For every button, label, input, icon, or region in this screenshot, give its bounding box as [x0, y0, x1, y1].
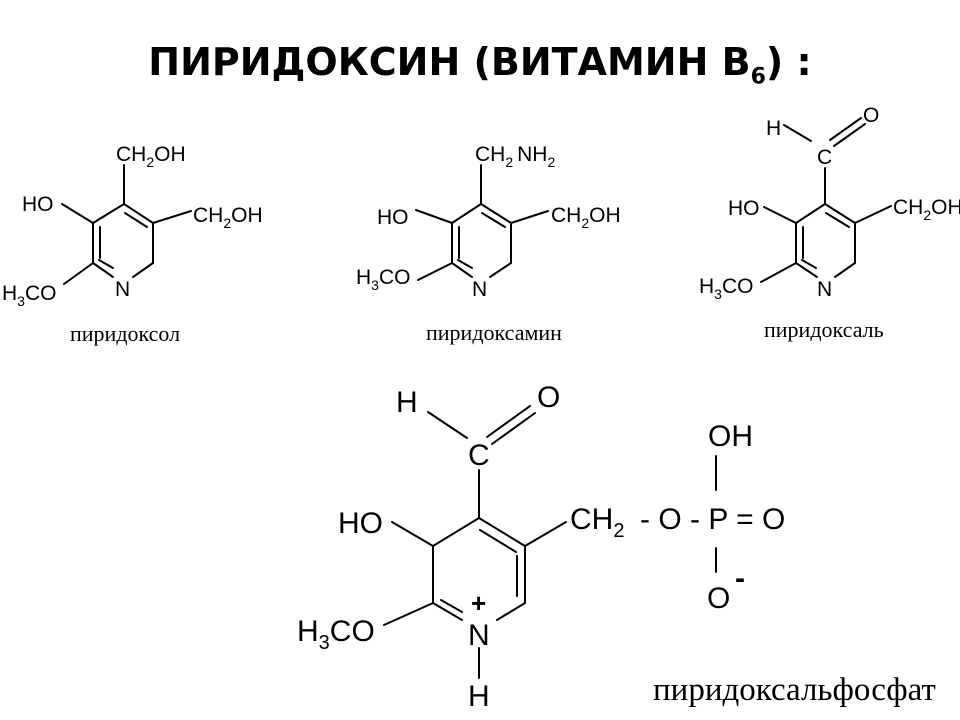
pyridoxamine-nitrogen: N — [472, 278, 487, 301]
plp-ring — [432, 517, 526, 621]
slide-title: ПИРИДОКСИН (ВИТАМИН B6) : — [0, 40, 960, 90]
pyridoxal-structure: H O C CH2OH HO H3CO N пиридоксаль — [699, 104, 960, 342]
pyridoxamine-methoxy: H3CO — [356, 266, 410, 293]
pyridoxal-ring — [795, 203, 856, 278]
plp-nitrogen: N — [468, 619, 490, 652]
plp-aldehyde-o: O — [537, 381, 560, 414]
plp-aldehyde-c: C — [468, 439, 490, 472]
pyridoxal-nitrogen: N — [817, 278, 832, 301]
pyridoxal-hydroxy: HO — [728, 197, 760, 220]
plp-caption: пиридоксальфосфат — [653, 672, 936, 708]
title-subscript: 6 — [750, 64, 766, 90]
plp-hydroxy: HO — [338, 507, 383, 540]
plp-methoxy: H3CO — [297, 615, 375, 654]
pyridoxal-aldehyde-h: H — [766, 117, 781, 140]
title-tail: ) : — [765, 40, 812, 84]
pyridoxal-aldehyde-c: C — [817, 146, 832, 169]
pyridoxol-top-group: CH2OH — [116, 143, 186, 170]
pyridoxamine-caption: пиридоксамин — [426, 320, 562, 345]
pyridoxal-caption: пиридоксаль — [764, 317, 884, 342]
pyridoxamine-hydroxy: HO — [377, 206, 409, 229]
pyridoxol-right-group: CH2OH — [193, 204, 263, 231]
plp-ch2: CH2 — [570, 503, 624, 542]
plp-nitrogen-h: H — [468, 680, 490, 713]
pyridoxamine-right-group: CH2OH — [551, 204, 621, 231]
pyridoxol-ring — [92, 203, 154, 278]
title-main: ПИРИДОКСИН (ВИТАМИН B — [148, 40, 751, 84]
pyridoxal-phosphate-structure: H O C HO H3CO N + H CH2 - O - P = O OH O… — [297, 381, 936, 713]
pyridoxal-methoxy: H3CO — [699, 275, 753, 302]
pyridoxamine-ring — [451, 203, 512, 278]
pyridoxol-nitrogen: N — [115, 278, 130, 301]
pyridoxol-structure: CH2OH CH2OH HO H3CO N пиридоксол — [2, 143, 263, 346]
pyridoxol-caption: пиридоксол — [70, 321, 180, 346]
plp-aldehyde-h: H — [396, 386, 418, 419]
plp-phosphate-charge: - — [735, 562, 745, 595]
pyridoxol-methoxy: H3CO — [2, 282, 56, 309]
pyridoxal-aldehyde-o: O — [863, 104, 879, 127]
plp-phosphate-oh: OH — [708, 420, 753, 453]
plp-nitrogen-charge: + — [471, 588, 486, 618]
plp-phosphate-chain: - O - P = O — [640, 503, 785, 536]
pyridoxol-hydroxy: HO — [22, 193, 54, 216]
pyridoxal-right-group: CH2OH — [893, 196, 960, 223]
plp-phosphate-o: O — [707, 582, 730, 615]
